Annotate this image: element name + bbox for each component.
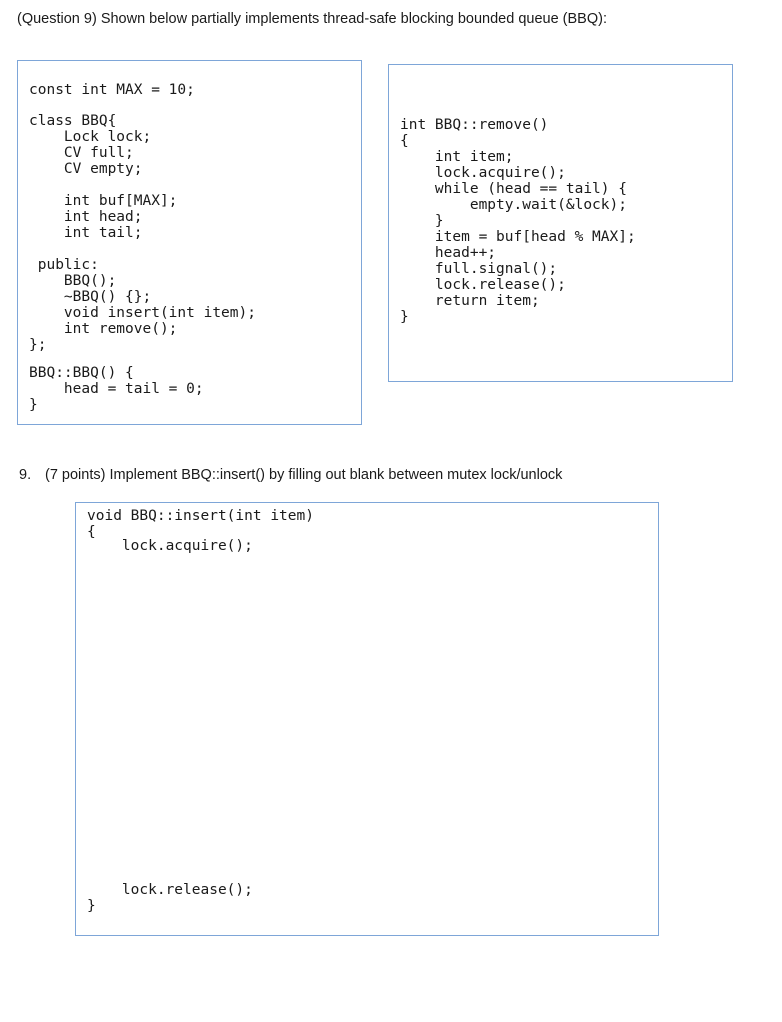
question-9-prompt: 9. (7 points) Implement BBQ::insert() by … — [19, 467, 562, 483]
insert-lock-acquire: lock.acquire(); — [87, 538, 253, 554]
constructor-code: BBQ::BBQ() { head = tail = 0;} — [29, 365, 204, 413]
question-text: Implement BBQ::insert() by filling out b… — [105, 467, 563, 483]
code-line: CV empty; — [29, 161, 143, 177]
insert-signature: void BBQ::insert(int item) — [87, 508, 314, 524]
code-line: int remove(); — [29, 321, 178, 337]
code-line: { — [400, 133, 409, 149]
code-line: public: — [29, 257, 99, 273]
code-line: } — [400, 309, 409, 325]
code-line: full.signal(); — [400, 261, 558, 277]
code-line: lock.release(); — [400, 277, 566, 293]
code-line: BBQ::BBQ() { — [29, 365, 134, 381]
code-line: int tail; — [29, 225, 143, 241]
code-line: CV full; — [29, 145, 134, 161]
code-line: BBQ(); — [29, 273, 117, 289]
code-line: } — [400, 213, 444, 229]
code-line: void insert(int item); — [29, 305, 256, 321]
insert-method-answer-box: void BBQ::insert(int item) { lock.acquir… — [75, 502, 659, 936]
code-line: empty.wait(&lock); — [400, 197, 627, 213]
code-line: int BBQ::remove() — [400, 117, 549, 133]
insert-open-brace: { — [87, 524, 96, 540]
insert-lock-release: lock.release(); — [87, 882, 253, 898]
code-line: Lock lock; — [29, 129, 152, 145]
code-line: return item; — [400, 293, 540, 309]
bbq-class-code-box: const int MAX = 10; class BBQ{ Lock lock… — [17, 60, 362, 425]
code-line: int buf[MAX]; — [29, 193, 178, 209]
code-line: int item; — [400, 149, 514, 165]
code-line: lock.acquire(); — [400, 165, 566, 181]
remove-method-code: int BBQ::remove(){ int item; lock.acquir… — [400, 117, 636, 325]
code-line: }; — [29, 337, 47, 353]
remove-method-code-box: int BBQ::remove(){ int item; lock.acquir… — [388, 64, 733, 382]
question-heading: (Question 9) Shown below partially imple… — [17, 11, 607, 27]
code-line: int head; — [29, 209, 143, 225]
code-line: item = buf[head % MAX]; — [400, 229, 636, 245]
answer-blank-area[interactable] — [77, 563, 647, 873]
question-number: 9. — [19, 467, 32, 483]
code-line — [29, 177, 256, 193]
code-line — [29, 241, 256, 257]
code-line: while (head == tail) { — [400, 181, 627, 197]
question-points: (7 points) — [45, 467, 106, 483]
code-line: head++; — [400, 245, 497, 261]
insert-close-brace: } — [87, 898, 96, 914]
class-definition-code: class BBQ{ Lock lock; CV full; CV empty;… — [29, 113, 256, 353]
max-constant-line: const int MAX = 10; — [29, 82, 195, 98]
code-line: head = tail = 0; — [29, 381, 204, 397]
code-line: ~BBQ() {}; — [29, 289, 152, 305]
code-line: class BBQ{ — [29, 113, 117, 129]
code-line: } — [29, 397, 38, 413]
